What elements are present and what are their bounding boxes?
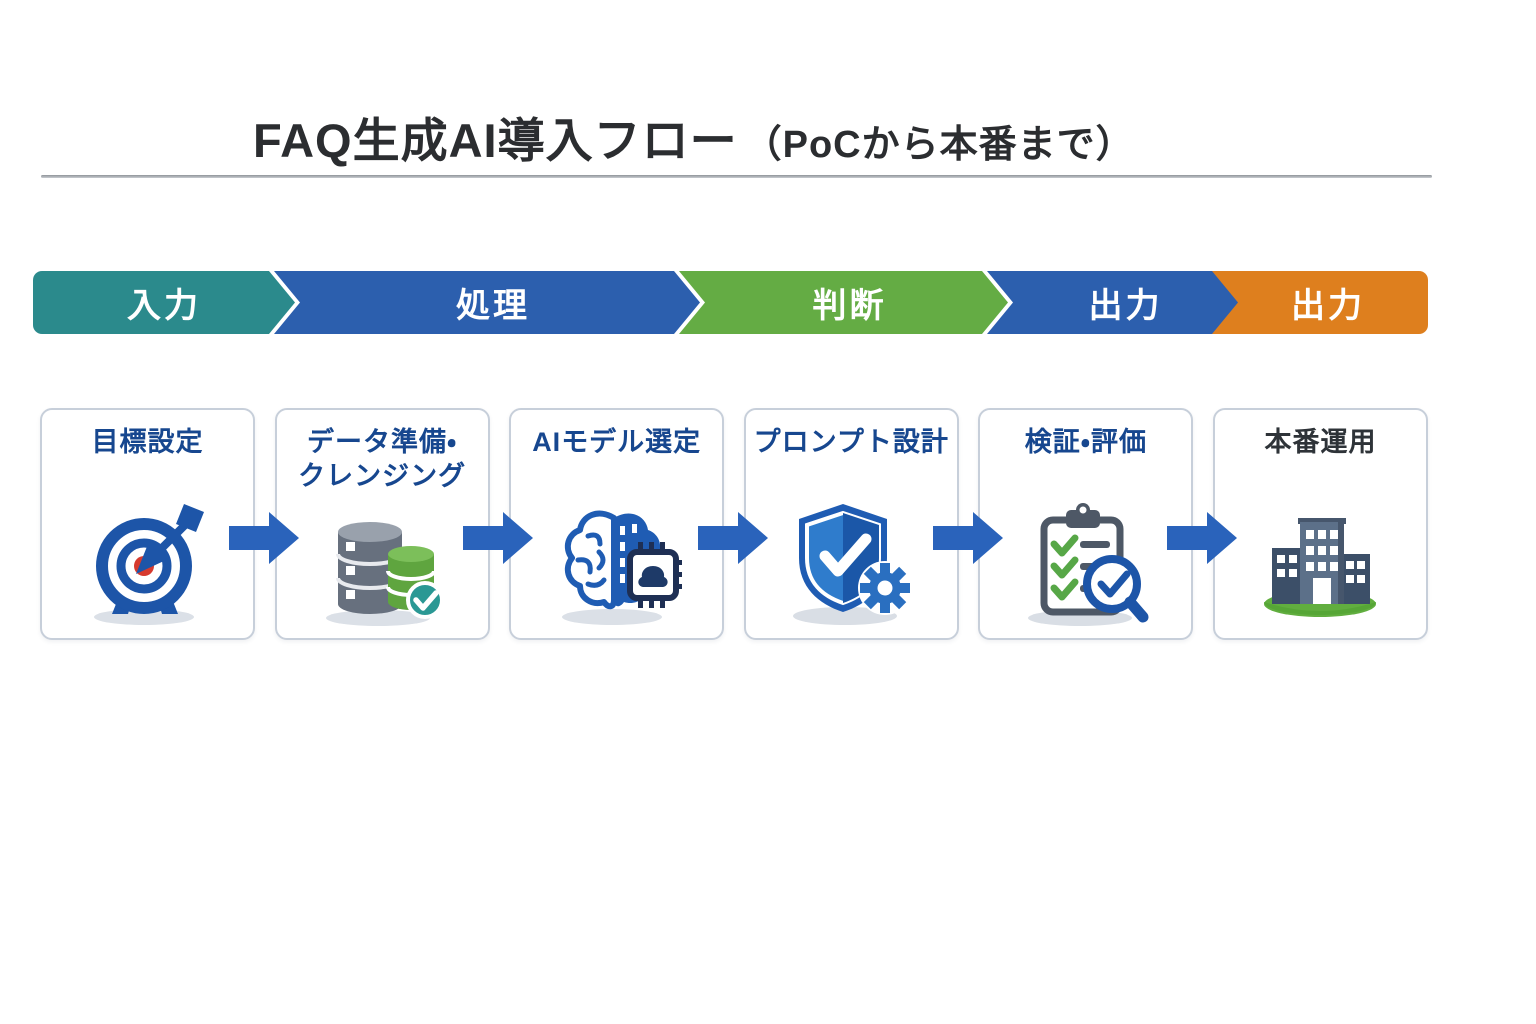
stage-label: 判断 xyxy=(812,287,887,325)
pipeline-stage-input: 入力 xyxy=(33,271,295,334)
step-label: AIモデル選定 xyxy=(532,427,702,457)
pipeline-stage-output-1: 出力 xyxy=(987,271,1252,334)
step-label: 本番運用 xyxy=(1264,427,1377,457)
step-label: 検証・評価 xyxy=(1024,427,1147,457)
target-icon xyxy=(93,504,204,625)
pipeline-stage-output-2: 出力 xyxy=(1212,271,1428,334)
step-card-production-operation: 本番運用 xyxy=(1212,408,1428,640)
step-label: データ準備・ クレンジング xyxy=(298,427,467,491)
stage-label: 処理 xyxy=(456,287,530,325)
pipeline-stage-judge: 判断 xyxy=(679,271,1008,334)
header-divider xyxy=(41,175,1432,178)
page-title: FAQ生成AI導入フロー（PoCから本番まで） xyxy=(253,102,1135,171)
flow-arrow-icon xyxy=(463,512,533,564)
flow-arrow-icon xyxy=(698,512,768,564)
stage-label: 出力 xyxy=(1291,287,1365,325)
step-card-goal-setting: 目標設定 xyxy=(40,408,255,640)
stage-label: 出力 xyxy=(1088,287,1163,325)
pipeline-banner: 入力 処理 判断 出力 出力 xyxy=(33,271,1428,334)
step-label: 目標設定 xyxy=(91,427,204,457)
office-building-icon xyxy=(1264,518,1377,617)
page-title-paren: （PoCから本番まで） xyxy=(743,124,1135,166)
flow-arrow-icon xyxy=(1167,512,1237,564)
page-title-main: FAQ生成AI導入フロー xyxy=(253,114,738,167)
step-card-verification-evaluation: 検証・評価 xyxy=(978,408,1194,640)
stage-label: 入力 xyxy=(127,287,201,325)
step-card-prompt-design: プロンプト設計 xyxy=(743,408,959,640)
step-card-ai-model-selection: AIモデル選定 xyxy=(509,408,725,640)
flow-arrow-icon xyxy=(933,512,1003,564)
clipboard-magnifier-icon xyxy=(1027,503,1149,626)
brain-chip-icon xyxy=(561,510,682,625)
shield-check-gear-icon xyxy=(793,504,913,625)
database-check-icon xyxy=(326,522,445,626)
step-label: プロンプト設計 xyxy=(753,427,949,457)
pipeline-stage-process: 処理 xyxy=(274,271,700,334)
steps-row: 目標設定 データ準備・ クレンジング xyxy=(40,408,1428,640)
flow-arrow-icon xyxy=(229,512,299,564)
step-card-data-preparation: データ準備・ クレンジング xyxy=(274,408,490,640)
